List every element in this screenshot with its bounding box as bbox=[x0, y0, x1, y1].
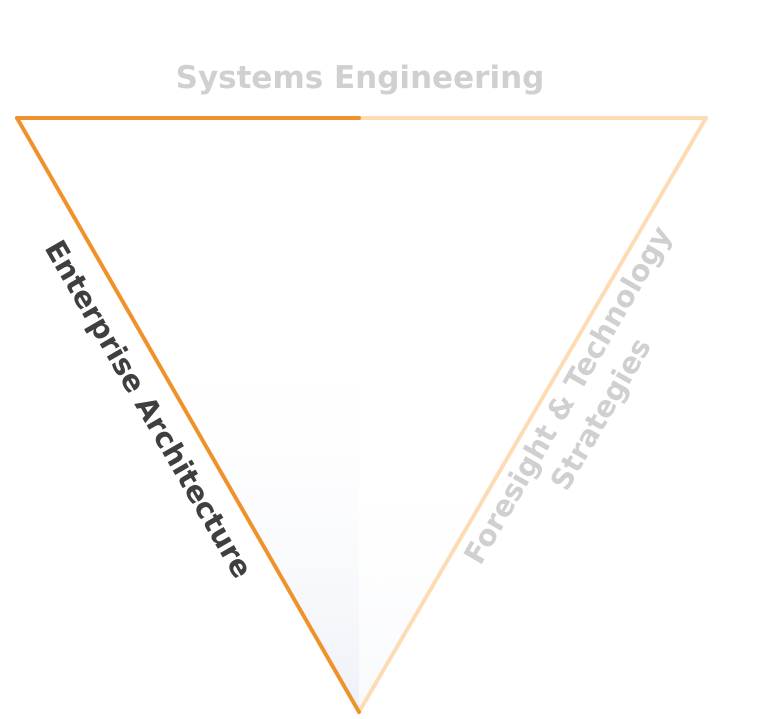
left-edge bbox=[15, 116, 361, 714]
right-edge bbox=[357, 116, 708, 714]
systems-engineering-label: Systems Engineering bbox=[176, 60, 545, 96]
